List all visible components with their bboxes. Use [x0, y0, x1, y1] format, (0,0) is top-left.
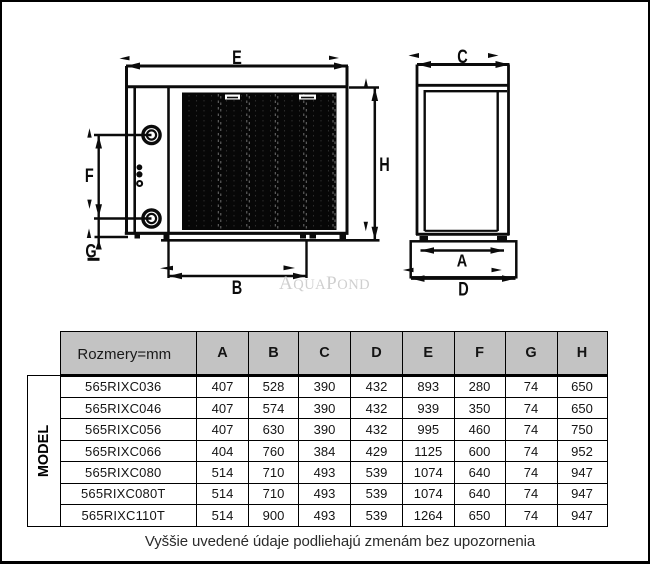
svg-text:AQUAPOND: AQUAPOND: [279, 273, 370, 294]
svg-text:G: G: [85, 239, 96, 262]
svg-text:H: H: [379, 153, 389, 176]
svg-text:C: C: [457, 45, 467, 68]
svg-text:F: F: [85, 164, 94, 187]
svg-text:E: E: [232, 46, 242, 69]
svg-text:A: A: [457, 252, 468, 270]
svg-text:D: D: [458, 277, 468, 300]
svg-text:B: B: [232, 276, 242, 299]
